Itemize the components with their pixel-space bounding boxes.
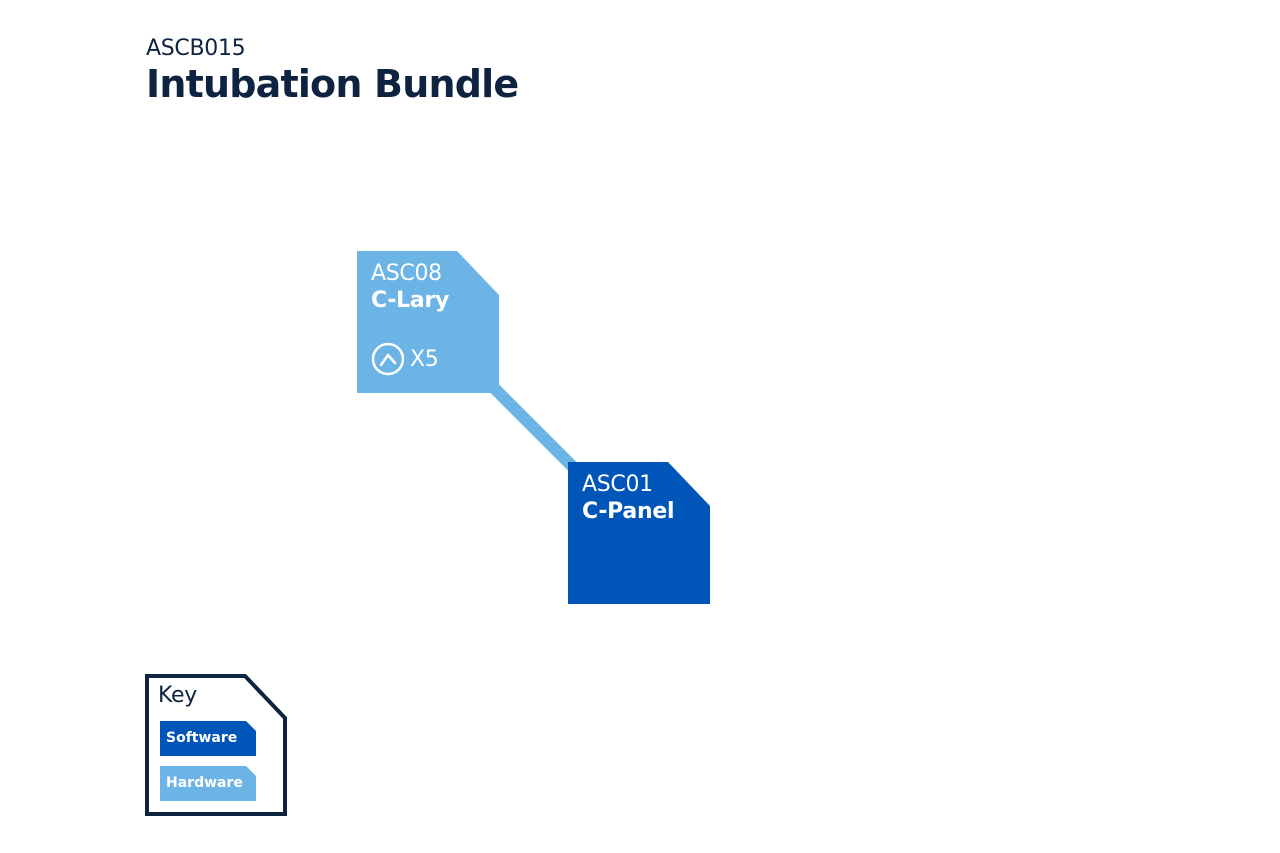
node-code: ASC01 bbox=[582, 472, 653, 497]
bundle-code: ASCB015 bbox=[146, 36, 246, 61]
quantity-label: X5 bbox=[410, 346, 439, 372]
page-title: Intubation Bundle bbox=[146, 62, 519, 106]
node-card-asc01[interactable]: ASC01 C-Panel bbox=[568, 462, 710, 604]
gauge-icon bbox=[371, 342, 405, 376]
legend-item-software: Software bbox=[160, 721, 256, 756]
legend-title: Key bbox=[158, 683, 197, 708]
node-name: C-Lary bbox=[371, 288, 450, 313]
legend-frame bbox=[145, 674, 287, 816]
quantity-indicator: X5 bbox=[371, 342, 439, 376]
node-name: C-Panel bbox=[582, 499, 675, 524]
legend-item-hardware: Hardware bbox=[160, 766, 256, 801]
node-code: ASC08 bbox=[371, 261, 442, 286]
node-card-asc08[interactable]: ASC08 C-Lary X5 bbox=[357, 251, 499, 393]
legend-key: Key Software Hardware bbox=[145, 674, 287, 816]
